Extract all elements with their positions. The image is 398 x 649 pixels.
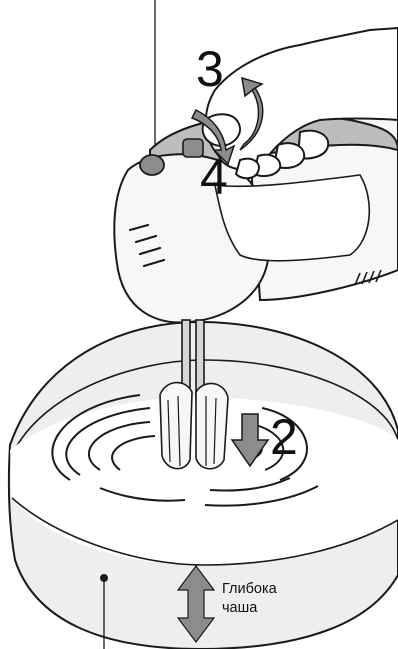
- step-2-label: 2: [270, 412, 298, 462]
- mixer-side-panel: [215, 175, 369, 261]
- bowl-caption-line1: Глибока: [222, 580, 277, 599]
- bowl-caption-line2: чаша: [222, 599, 277, 618]
- eject-button-icon: [140, 155, 164, 175]
- bowl-caption: Глибока чаша: [222, 580, 277, 618]
- step-4-label: 4: [200, 152, 228, 202]
- step-3-label: 3: [196, 44, 224, 94]
